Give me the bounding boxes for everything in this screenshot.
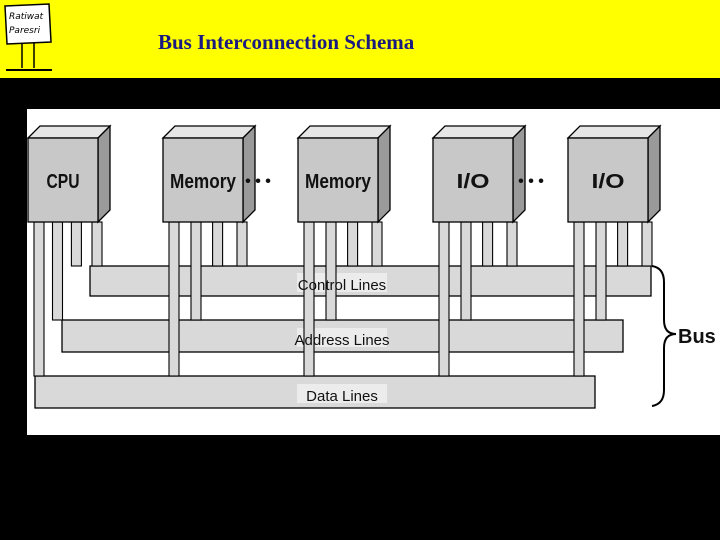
module-label: I/O (592, 171, 625, 193)
wire-0-1 (51, 221, 64, 321)
data-lines-label: Data Lines (306, 388, 378, 405)
control-lines-label: Control Lines (298, 277, 386, 294)
wire-2-1 (325, 221, 337, 321)
module-side-face (647, 124, 661, 224)
address-label-bg (297, 328, 387, 347)
page-title: Bus Interconnection Schema (158, 30, 415, 54)
bus-lines-layer (34, 265, 652, 409)
module-side-face (377, 124, 391, 224)
module-box (566, 124, 662, 224)
module-top-face (296, 125, 392, 139)
header-bar: Ratiwat Paresri Bus Interconnection Sche… (0, 0, 720, 78)
module-box (26, 124, 112, 224)
wire-2-2 (347, 221, 359, 267)
wire-0-2 (70, 221, 82, 267)
wire-4-3 (641, 221, 653, 267)
wire-0-0 (33, 221, 45, 377)
module-front-face (567, 137, 649, 223)
wire-3-2 (482, 221, 494, 267)
wire-2-3 (371, 221, 383, 267)
module-front-face (27, 137, 99, 223)
module-box (161, 124, 257, 224)
wire-1-2 (212, 221, 224, 267)
module-front-face (162, 137, 244, 223)
wire-4-0 (573, 221, 585, 377)
author-sign-icon: Ratiwat Paresri (2, 2, 56, 74)
wire-0-3 (91, 221, 103, 267)
module-label: Memory (305, 171, 372, 193)
module-label: CPU (47, 171, 80, 193)
control-label-bg (297, 273, 387, 292)
address-lines-label: Address Lines (294, 332, 389, 349)
modules-layer (26, 124, 662, 224)
wire-3-0 (438, 221, 450, 377)
wire-4-1 (595, 221, 607, 321)
labels-layer: CPU Memory Memory I/O I/O • • • • • • Data Line… (47, 171, 716, 407)
wire-1-1 (190, 221, 202, 321)
wire-1-0 (168, 221, 180, 377)
module-label: I/O (457, 171, 490, 193)
module-top-face (26, 125, 112, 139)
module-label: Memory (170, 171, 237, 193)
module-box (296, 124, 392, 224)
wire-3-1 (460, 221, 472, 321)
bus-label: Bus (678, 326, 716, 348)
module-front-face (297, 137, 379, 223)
ellipsis-dots: • • • (518, 173, 544, 190)
data-label-bg (297, 384, 387, 403)
wires-layer (33, 221, 653, 377)
module-top-face (566, 125, 662, 139)
bus-brace-icon (651, 265, 677, 407)
sign-line-2: Paresri (9, 26, 41, 36)
module-box (431, 124, 527, 224)
module-side-face (97, 124, 111, 224)
ellipsis-dots: • • • (245, 173, 271, 190)
wire-3-3 (506, 221, 518, 267)
sign-line-1: Ratiwat (9, 12, 44, 22)
module-front-face (432, 137, 514, 223)
module-top-face (431, 125, 527, 139)
wire-1-3 (236, 221, 248, 267)
wire-4-2 (617, 221, 629, 267)
wire-2-0 (303, 221, 315, 377)
module-top-face (161, 125, 257, 139)
